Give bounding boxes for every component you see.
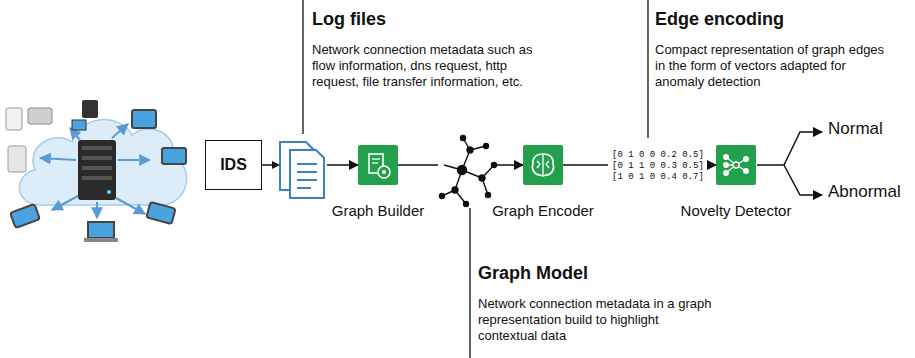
flow-arrow [262,164,358,166]
icon-caption: Graph Encoder [492,202,594,219]
flow-arrow [398,164,523,166]
output-label: Normal [828,121,883,137]
graph-model-icon [440,136,497,207]
vector-row: [0 1 0 0 0.2 0.5] [612,150,704,161]
callout-heading: Graph Model [478,262,588,284]
process-icon: Graph Builder [358,145,398,185]
process-box: IDS [205,140,262,190]
icon-glyph [716,145,756,185]
vector-row: [0 1 1 0 0.3 0.5] [612,161,704,172]
output-label: Abnormal [828,184,901,200]
box-label: IDS [220,156,247,174]
vector-row: [1 0 1 0 0.4 0.7] [612,172,704,183]
icon-caption: Novelty Detector [681,202,792,219]
icon-glyph [523,145,563,185]
network-cloud [6,100,187,242]
log-files-icon [280,142,324,198]
icon-glyph [358,145,398,185]
callout-body: Network connection metadata such as flow… [312,42,557,90]
callout-body: Network connection metadata in a graph r… [478,296,718,344]
process-icon: Graph Encoder [523,145,563,185]
callout-heading: Edge encoding [655,8,784,30]
icon-caption: Graph Builder [332,202,425,219]
process-icon: Novelty Detector [716,145,756,185]
callout-body: Compact representation of graph edges in… [655,42,890,90]
output-arrows [757,132,822,195]
callout-heading: Log files [312,8,386,30]
